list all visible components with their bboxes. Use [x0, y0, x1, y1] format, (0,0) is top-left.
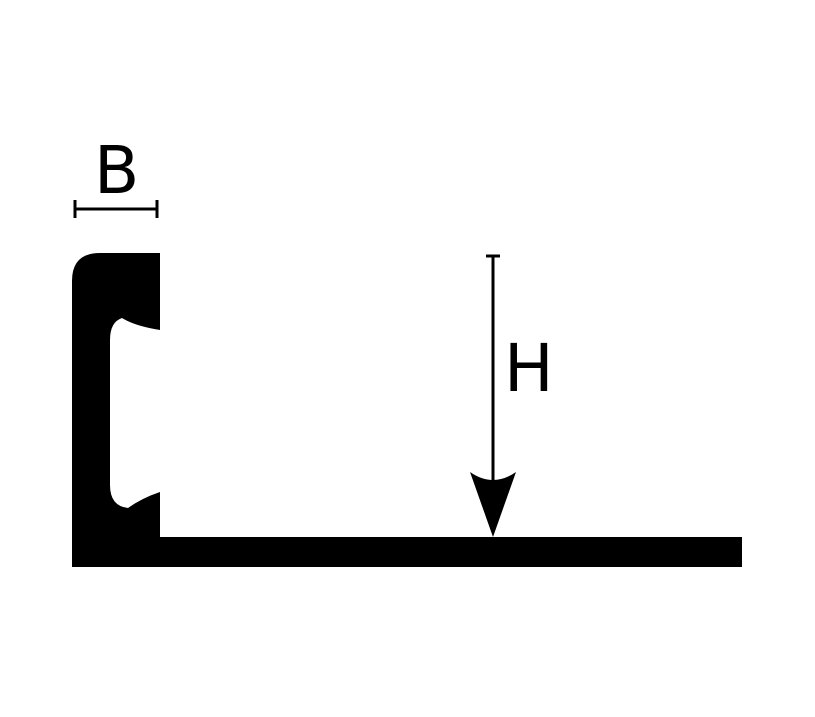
- tile-trim-profile: [72, 253, 742, 567]
- height-label: H: [504, 330, 554, 407]
- height-dimension: [470, 254, 516, 537]
- width-dimension: [73, 200, 159, 218]
- height-arrowhead: [470, 472, 516, 537]
- width-label: B: [94, 132, 140, 209]
